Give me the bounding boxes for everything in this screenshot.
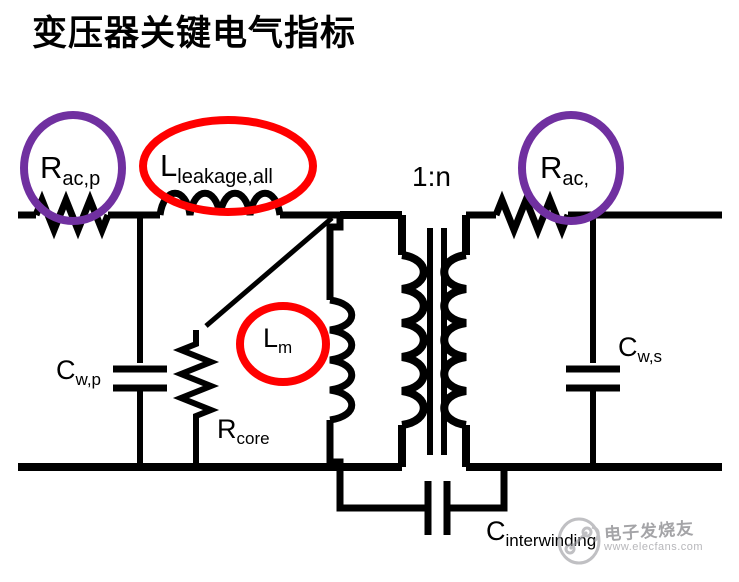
- highlight-circle-rac-s: [518, 111, 624, 225]
- highlight-circle-lm: [236, 302, 330, 386]
- highlight-ellipse-lleakage: [139, 116, 317, 216]
- label-cw-s: Cw,s: [618, 332, 663, 366]
- leader-line-lm: [204, 216, 334, 328]
- label-l-leakage: Lleakage,all: [160, 148, 273, 188]
- transformer-secondary-winding: [440, 215, 470, 467]
- label-turns-ratio: 1:n: [412, 161, 451, 192]
- capacitor-interwinding: [336, 467, 508, 535]
- inductor-lm: [326, 215, 355, 467]
- page-title: 变压器关键电气指标: [32, 14, 357, 53]
- resistor-rcore: [172, 330, 220, 467]
- label-r-core: Rcore: [217, 414, 270, 448]
- label-lm: Lm: [263, 323, 293, 357]
- resistor-rac-p: [32, 190, 112, 240]
- label-rac-p: Rac,p: [40, 150, 101, 190]
- transformer-primary-winding: [398, 215, 428, 467]
- label-cw-p: Cw,p: [56, 355, 102, 389]
- resistor-rac-s: [492, 190, 572, 240]
- capacitor-cw-p: [113, 365, 167, 467]
- label-c-interwinding: Cinterwinding: [486, 516, 597, 550]
- capacitor-cw-s: [566, 365, 620, 467]
- highlight-circle-rac-p: [20, 111, 126, 225]
- label-rac-s: Rac,: [540, 150, 590, 190]
